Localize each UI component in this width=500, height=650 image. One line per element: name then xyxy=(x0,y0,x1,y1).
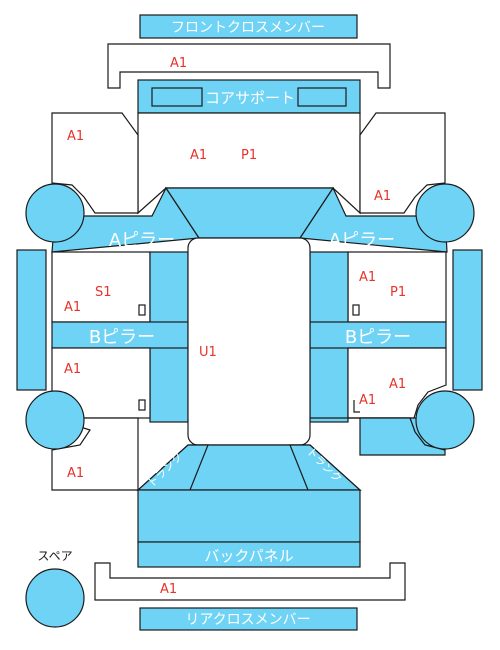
rear-right-door-handle xyxy=(353,400,360,413)
front-left-door-handle xyxy=(138,304,146,316)
rear-member-code: A1 xyxy=(160,582,177,597)
front-cross-member[interactable] xyxy=(139,14,358,39)
front-right-door-code-a: A1 xyxy=(359,270,376,285)
front-right-door-code-p: P1 xyxy=(390,285,406,300)
trunk-lid[interactable] xyxy=(137,489,361,543)
rear-left-wheel[interactable] xyxy=(25,390,85,450)
spare-wheel[interactable] xyxy=(25,568,85,628)
spare-label: スペア xyxy=(37,549,72,563)
front-right-fender[interactable] xyxy=(359,112,446,214)
front-right-door-handle xyxy=(352,304,360,316)
front-member-code: A1 xyxy=(170,56,187,71)
front-left-door-code-s: S1 xyxy=(95,285,112,300)
back-panel-label: バックパネル xyxy=(204,547,293,565)
core-support-right-slot xyxy=(297,87,347,107)
hood-code-a: A1 xyxy=(190,148,207,163)
front-left-fender-code: A1 xyxy=(67,129,84,144)
b-pillar-right-bar[interactable] xyxy=(309,321,447,349)
roof-panel[interactable] xyxy=(187,237,311,446)
front-left-door[interactable] xyxy=(51,251,151,323)
front-left-wheel[interactable] xyxy=(25,183,85,243)
right-rocker[interactable] xyxy=(452,249,483,391)
front-right-fender-code: A1 xyxy=(374,189,391,204)
roof-code: U1 xyxy=(199,345,217,360)
left-rocker[interactable] xyxy=(16,249,47,391)
rear-right-door-code-a: A1 xyxy=(389,377,406,392)
a-pillar-left-label: Aピラー xyxy=(109,230,175,251)
b-pillar-left-label: Bピラー xyxy=(89,327,155,348)
front-left-door-code-a: A1 xyxy=(64,300,81,315)
rear-left-door-handle xyxy=(138,399,146,411)
rear-cross-member[interactable] xyxy=(139,607,358,631)
front-cross-member-label: フロントクロスメンバー xyxy=(171,20,325,36)
back-panel[interactable] xyxy=(137,541,361,568)
rear-cross-member-label: リアクロスメンバー xyxy=(185,612,310,628)
rear-left-quarter-code: A1 xyxy=(67,466,84,481)
rear-left-door-code: A1 xyxy=(64,362,81,377)
b-pillar-right-label: Bピラー xyxy=(345,327,411,348)
front-right-door[interactable] xyxy=(347,251,447,323)
a-pillar-right-label: Aピラー xyxy=(329,230,395,251)
front-member-bracket[interactable] xyxy=(107,43,391,89)
core-support-label: コアサポート xyxy=(205,89,295,107)
front-right-wheel[interactable] xyxy=(415,183,475,243)
rear-right-door-code-a2: A1 xyxy=(359,393,376,408)
rear-member-bracket[interactable] xyxy=(94,562,406,601)
rear-right-wheel[interactable] xyxy=(415,390,475,450)
core-support-left-slot xyxy=(151,87,203,107)
hood-code-p: P1 xyxy=(241,148,257,163)
rear-left-quarter[interactable] xyxy=(51,417,139,491)
